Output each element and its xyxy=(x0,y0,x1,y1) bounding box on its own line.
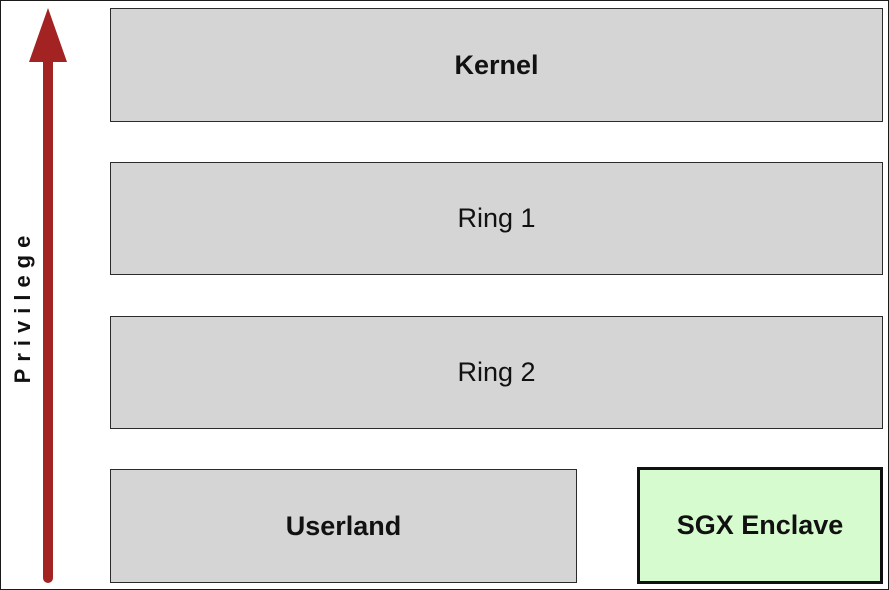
userland-layer: Userland xyxy=(110,469,577,583)
sgx-enclave-box: SGX Enclave xyxy=(637,467,883,584)
kernel-label: Kernel xyxy=(454,49,539,80)
ring-2-layer: Ring 2 xyxy=(110,316,883,429)
userland-label: Userland xyxy=(285,510,402,541)
ring-1-label: Ring 1 xyxy=(457,203,536,233)
privilege-arrow xyxy=(29,8,67,583)
privilege-label: Privilege xyxy=(10,228,35,384)
privilege-arrow-shaft xyxy=(43,55,53,583)
ring-1-layer: Ring 1 xyxy=(110,162,883,275)
privilege-arrowhead xyxy=(29,8,67,62)
ring-2-label: Ring 2 xyxy=(457,357,536,387)
sgx-enclave-label: SGX Enclave xyxy=(676,510,844,540)
kernel-layer: Kernel xyxy=(110,8,883,122)
